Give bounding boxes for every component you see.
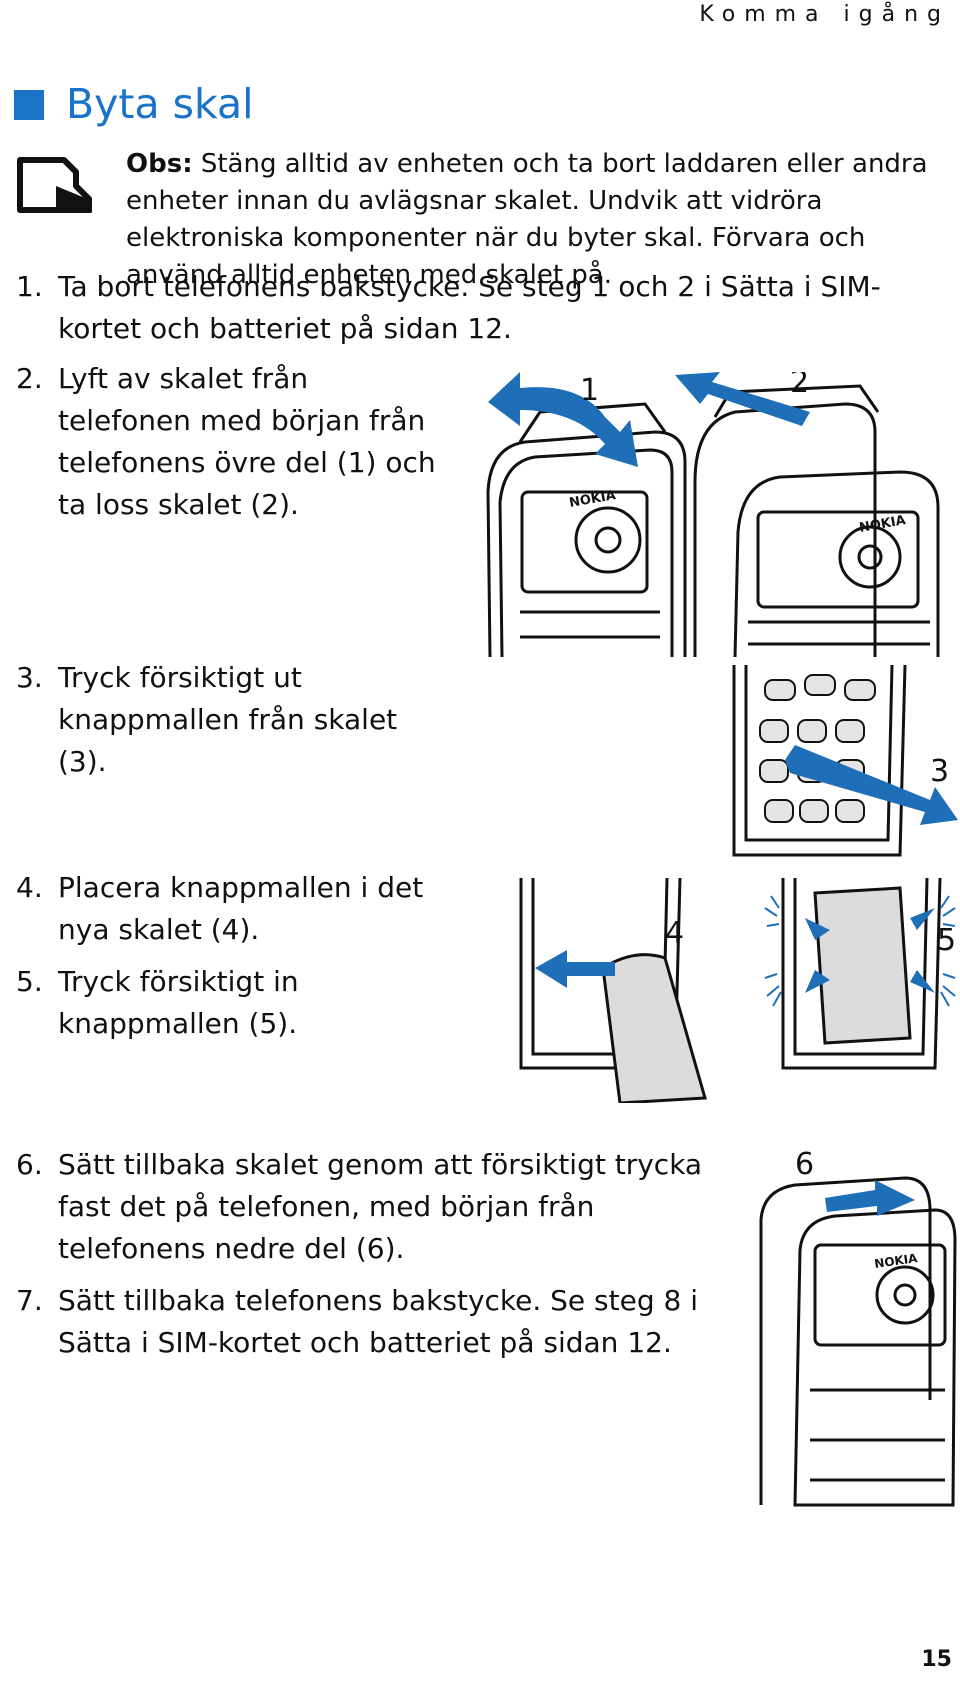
step-number: 5. — [16, 965, 43, 998]
step-number: 3. — [16, 661, 43, 694]
step-number: 7. — [16, 1284, 43, 1317]
arrow-icon — [785, 745, 958, 825]
illustration-keymat-out: 3 — [732, 665, 958, 857]
page-number: 15 — [921, 1647, 952, 1672]
arrow-icon — [488, 372, 638, 467]
step-text: Sätt tillbaka telefonens bakstycke. Se s… — [58, 1284, 699, 1359]
note-icon — [17, 157, 92, 213]
arrow-icon — [675, 372, 810, 426]
figure-label-3: 3 — [930, 754, 949, 789]
figure-label-5: 5 — [937, 923, 956, 958]
running-header: Komma igång — [699, 2, 950, 27]
section-title: Byta skal — [66, 80, 254, 128]
step-text: Lyft av skalet från telefonen med början… — [58, 362, 436, 521]
illustration-keymat-in: 4 5 — [519, 878, 956, 1103]
note-text: Stäng alltid av enheten och ta bort ladd… — [126, 149, 928, 290]
step-4: 4. Placera knappmallen i det nya skalet … — [16, 867, 466, 951]
figure-label-1: 1 — [580, 373, 599, 408]
step-6: 6. Sätt tillbaka skalet genom att försik… — [16, 1144, 736, 1270]
step-text: Sätt tillbaka skalet genom att försiktig… — [58, 1148, 703, 1265]
figure-label-6: 6 — [795, 1150, 814, 1182]
step-text: Tryck försiktigt in knappmallen (5). — [58, 965, 299, 1040]
illustration-replace-cover: NOKIA 6 — [759, 1150, 957, 1507]
brand-label: NOKIA — [858, 513, 907, 536]
step-text: Tryck försiktigt ut knappmallen från ska… — [58, 661, 398, 778]
figure-label-2: 2 — [790, 372, 809, 400]
brand-label: NOKIA — [873, 1251, 919, 1271]
title-square-icon — [14, 90, 44, 120]
note-paragraph: Obs: Stäng alltid av enheten och ta bort… — [126, 146, 936, 294]
step-5: 5. Tryck försiktigt in knappmallen (5). — [16, 961, 466, 1045]
step-2: 2. Lyft av skalet från telefonen med bör… — [16, 358, 436, 526]
arrow-icon — [805, 908, 935, 993]
step-text: Ta bort telefonens bakstycke. Se steg 1 … — [58, 270, 881, 345]
figure-label-4: 4 — [665, 916, 684, 951]
step-text: Placera knappmallen i det nya skalet (4)… — [58, 871, 424, 946]
illustration-remove-cover: NOKIA NOKIA 1 2 — [486, 372, 940, 657]
note-label: Obs: — [126, 149, 193, 179]
step-7: 7. Sätt tillbaka telefonens bakstycke. S… — [16, 1280, 736, 1364]
arrow-icon — [535, 950, 615, 988]
step-1: 1. Ta bort telefonens bakstycke. Se steg… — [16, 266, 946, 350]
step-number: 1. — [16, 270, 43, 303]
step-number: 6. — [16, 1148, 43, 1181]
step-number: 2. — [16, 362, 43, 395]
step-3: 3. Tryck försiktigt ut knappmallen från … — [16, 657, 436, 783]
step-number: 4. — [16, 871, 43, 904]
press-burst-icon — [764, 895, 956, 1007]
arrow-icon — [825, 1180, 915, 1216]
